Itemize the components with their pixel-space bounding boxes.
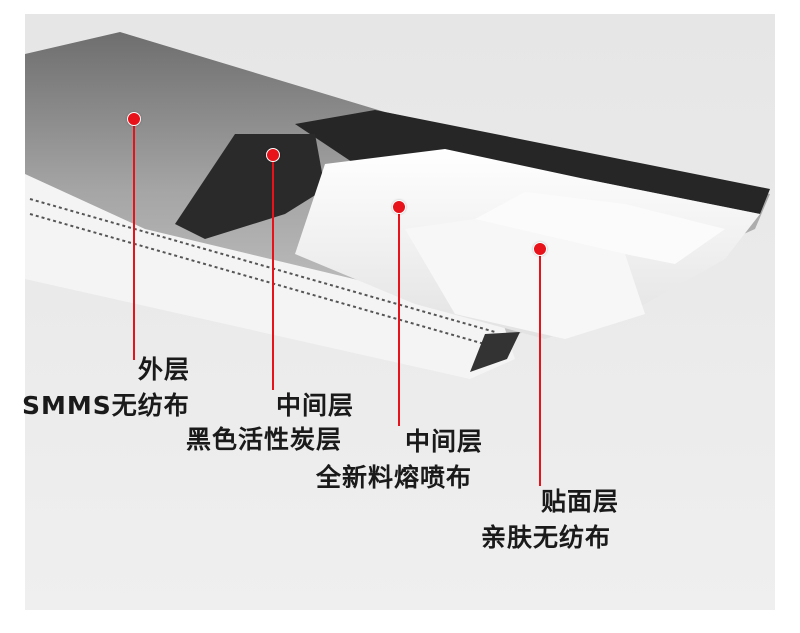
mask-layers-photo bbox=[25, 14, 775, 610]
callout-label-meltblown-title: 中间层 bbox=[405, 427, 484, 456]
stitch-line bbox=[29, 213, 496, 348]
callout-dot-charcoal bbox=[266, 148, 280, 162]
callout-label-charcoal-title: 中间层 bbox=[276, 391, 355, 420]
callout-label-skin-title: 贴面层 bbox=[541, 487, 620, 516]
callout-label-charcoal-material: 黑色活性炭层 bbox=[186, 425, 343, 454]
callout-label-skin-material: 亲肤无纺布 bbox=[481, 523, 612, 552]
callout-label-meltblown-material: 全新料熔喷布 bbox=[316, 463, 473, 492]
charcoal-layer-back bbox=[295, 110, 770, 214]
charcoal-layer-tip bbox=[470, 332, 520, 372]
skin-layer-fold bbox=[475, 192, 725, 264]
callout-dot-meltblown bbox=[392, 200, 406, 214]
callout-dot-skin bbox=[533, 242, 547, 256]
callout-leader-skin bbox=[539, 250, 541, 486]
outer-layer-edge bbox=[25, 174, 515, 379]
callout-leader-charcoal bbox=[272, 155, 274, 390]
callout-dot-outer bbox=[127, 112, 141, 126]
skin-layer bbox=[405, 219, 645, 339]
mask-illustration bbox=[25, 14, 775, 610]
charcoal-layer-front bbox=[175, 134, 325, 239]
stitch-line bbox=[29, 198, 496, 333]
callout-leader-meltblown bbox=[398, 208, 400, 426]
callout-leader-outer bbox=[133, 118, 135, 360]
callout-label-outer-title: 外层 bbox=[138, 355, 191, 384]
callout-label-outer-material: SMMS无纺布 bbox=[22, 391, 190, 420]
